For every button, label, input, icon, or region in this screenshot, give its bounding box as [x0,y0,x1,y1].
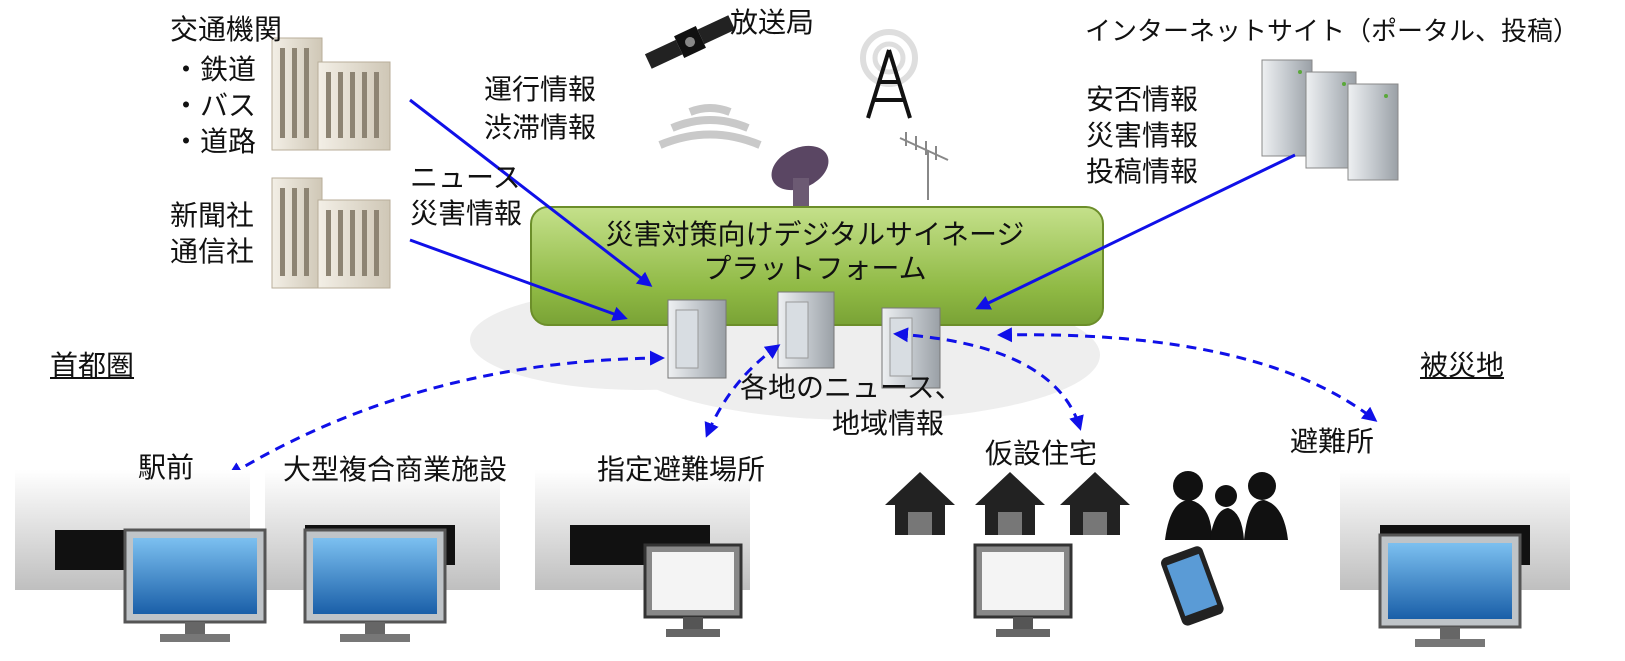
location-shelter: 避難所 [1290,425,1375,458]
platform-title-line1: 災害対策向けデジタルサイネージ [605,218,1025,251]
region-disaster-area: 被災地 [1420,349,1505,382]
display-icon-evac [643,543,743,637]
info-web-2: 災害情報 [1086,119,1199,152]
location-evac-site: 指定避難場所 [597,453,766,486]
news-org-agency: 通信社 [170,235,255,268]
arrow-internet [975,153,1296,310]
dashed-arrows [227,327,1378,477]
arrow-news [409,238,628,321]
broadcast-wave-icon [658,104,762,149]
display-icon-temp-housing [973,543,1073,637]
house-icon-1 [885,472,955,535]
location-temp-housing: 仮設住宅 [985,437,1098,470]
platform-server-icon-1 [667,299,727,379]
location-station: 駅前 [138,451,195,484]
satellite-icon [644,15,736,69]
house-icon-2 [975,472,1045,535]
arrow-shelter [997,327,1378,422]
radio-tower-icon [860,29,918,119]
info-local-2: 地域情報 [832,407,945,440]
display-icon-shelter [1378,533,1522,647]
house-icon-3 [1060,472,1130,535]
info-operation-1: 運行情報 [484,73,597,106]
info-web-3: 投稿情報 [1086,155,1199,188]
broadcast-label: 放送局 [730,6,815,39]
region-capital: 首都圏 [50,349,135,382]
info-web-1: 安否情報 [1086,83,1199,116]
solid-arrows [409,98,1296,321]
family-silhouette-icon [1165,471,1288,540]
display-icon-mall [303,528,447,642]
arrow-temp-housing [893,327,1084,431]
building-icon-news [271,177,391,289]
info-news-2: 災害情報 [410,197,523,230]
transport-item-road: ・道路 [172,125,257,158]
platform-title-line2: プラットフォーム [703,252,927,285]
web-server-icon [1261,59,1399,181]
arrow-station [227,350,665,477]
info-news-1: ニュース [410,161,521,194]
info-local-1: 各地のニュース、 [740,371,963,404]
satellite-dish-icon [771,145,829,206]
display-icon-station [123,528,267,642]
smartphone-icon [1161,546,1224,626]
building-icon-transport [271,37,391,151]
info-operation-2: 渋滞情報 [484,111,597,144]
transport-item-rail: ・鉄道 [172,53,257,86]
tv-antenna-icon [899,132,949,200]
arrow-evac-site [704,344,781,438]
transport-item-bus: ・バス [172,89,257,122]
transport-title: 交通機関 [170,13,283,46]
internet-label: インターネットサイト（ポータル、投稿） [1085,17,1580,47]
location-mall: 大型複合商業施設 [283,453,508,486]
news-org-newspaper: 新聞社 [170,199,255,232]
platform-server-icon-2 [777,291,835,369]
arrow-transport [409,98,653,287]
